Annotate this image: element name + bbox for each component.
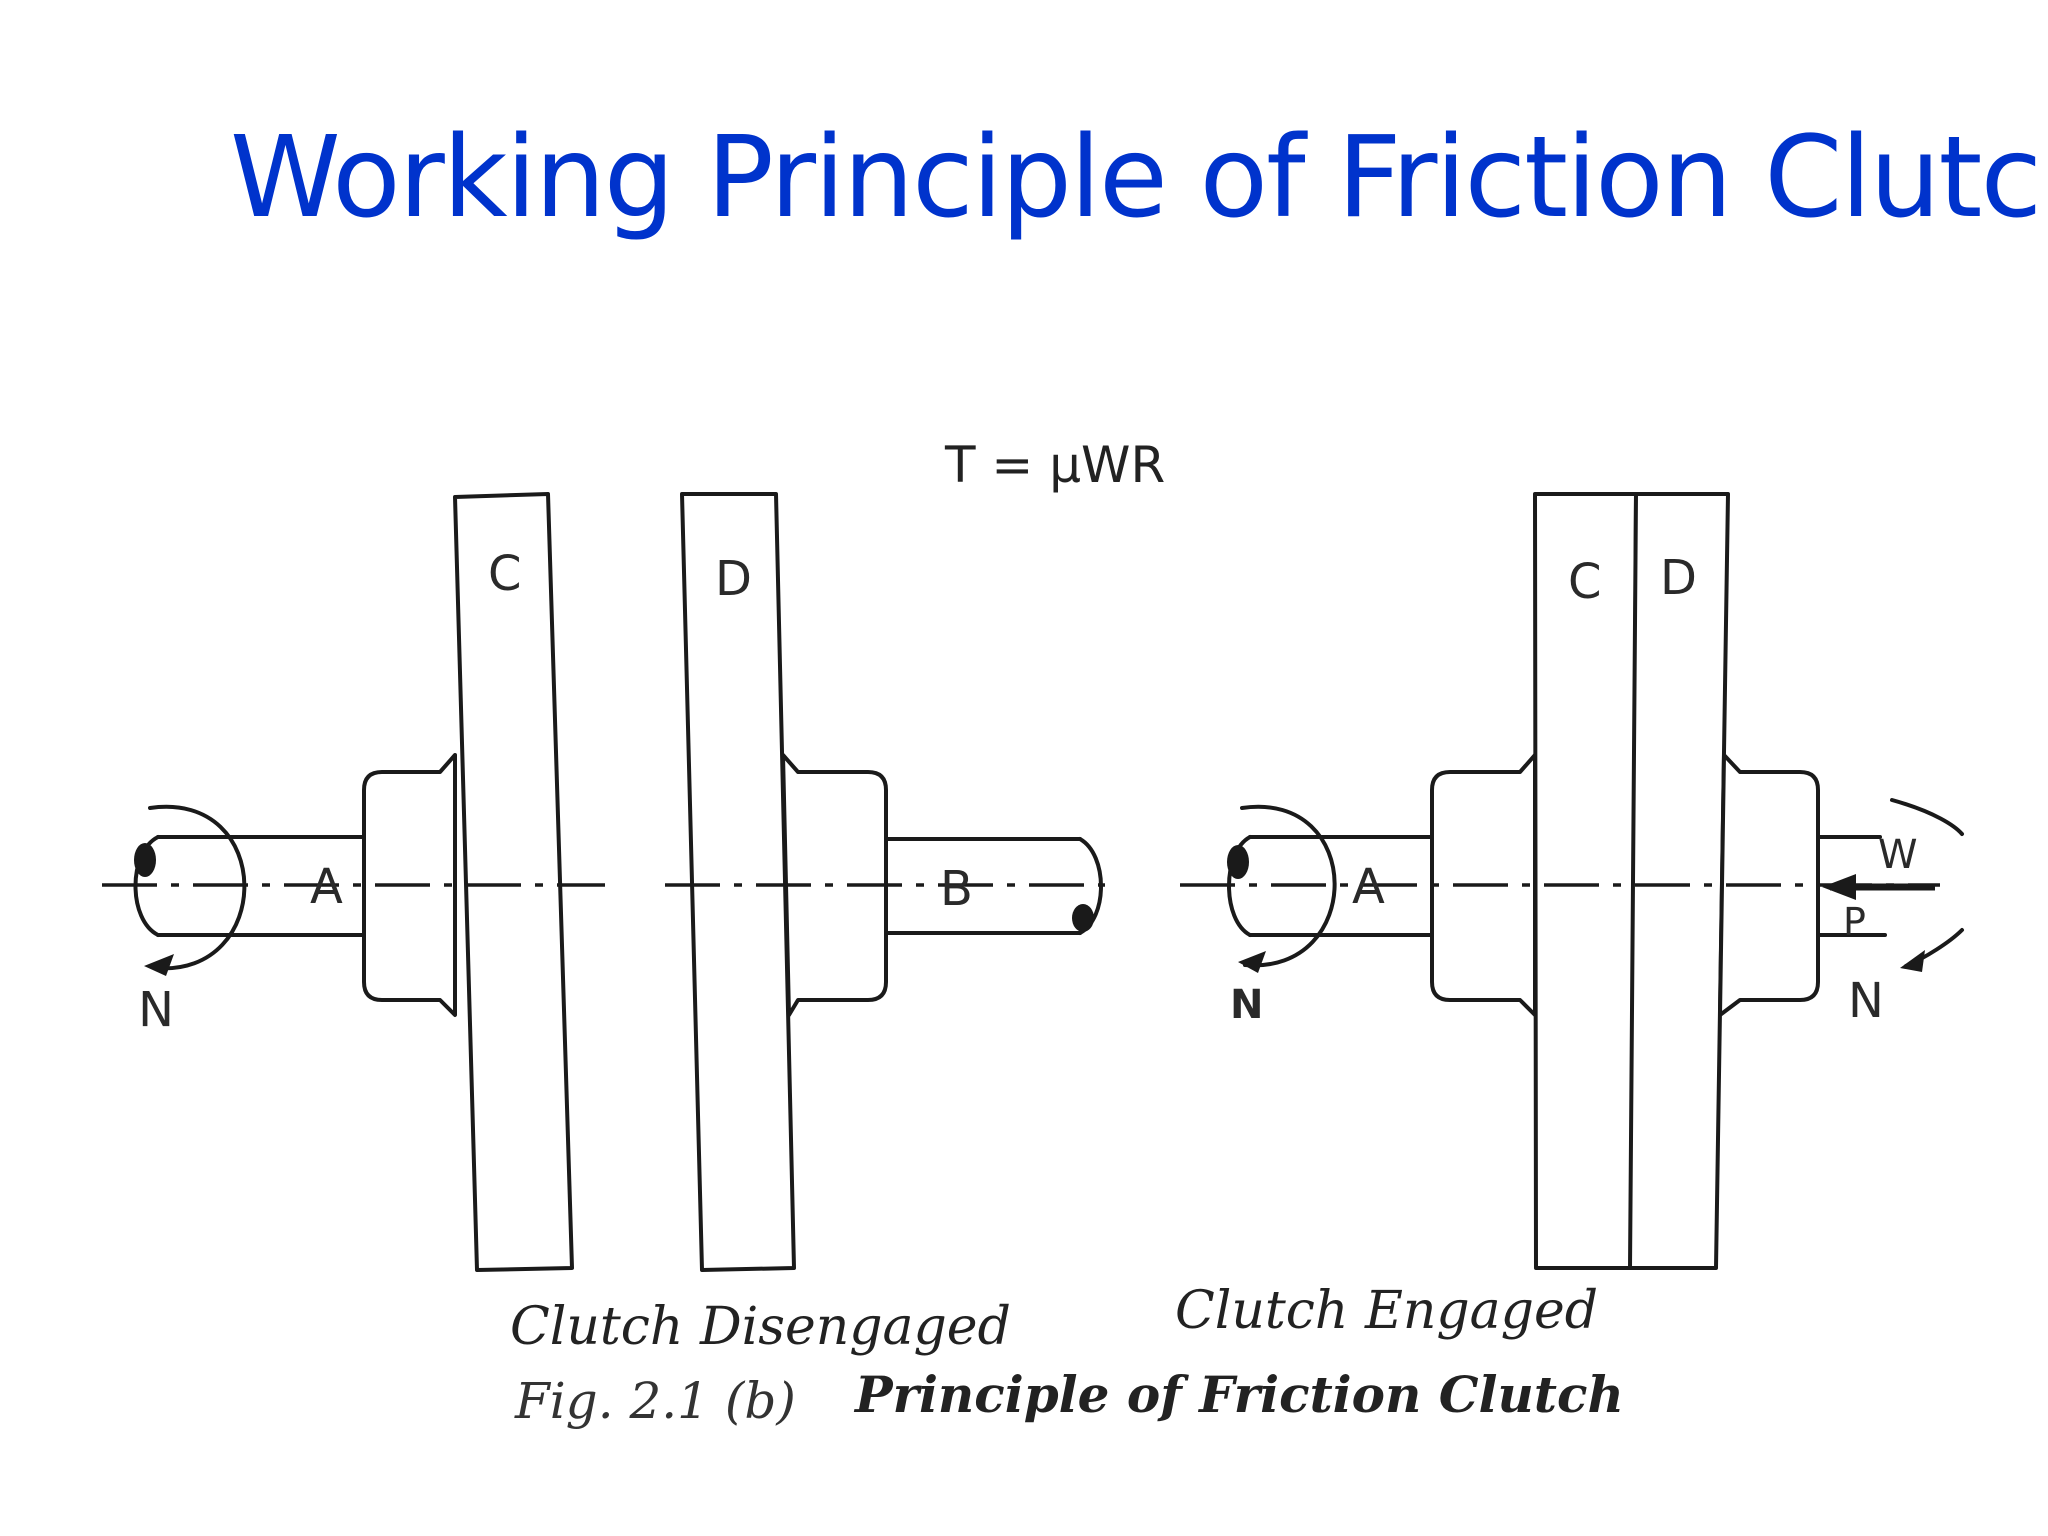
shaft-end-hatch-icon [1227,845,1249,879]
engaged-assembly: A C D W P N N [1180,492,1964,1270]
figure-title: Principle of Friction Clutch [853,1365,1624,1424]
disengaged-plate-c [453,492,574,1272]
disengaged-plate-d [680,492,796,1272]
label-axial-load-w: W [1878,832,1918,878]
slide-title: Working Principle of Friction Clutch [230,113,2048,243]
label-speed-n: N [138,979,174,1035]
label-plate-d: D [1660,550,1697,606]
shaft-end-hatch-icon [1072,904,1094,932]
force-arrow-icon [1822,874,1935,900]
label-plate-d: D [715,551,752,607]
label-speed-n: N [1848,973,1884,1029]
label-plate-c: C [1568,554,1602,610]
disengaged-hub-d [781,753,888,1017]
rotation-arrow-icon [1890,798,1964,972]
caption-clutch-engaged: Clutch Engaged [1175,1281,1598,1341]
rotation-arrow-icon [1238,804,1337,973]
rotation-arrow-icon [144,804,247,976]
label-shaft-b: B [940,861,973,917]
engaged-plate-d [1628,492,1730,1270]
label-shaft-a: A [310,859,343,915]
engaged-plate-c [1533,492,1638,1270]
label-speed-n: N [1230,982,1263,1028]
label-shaft-a: A [1352,859,1385,915]
label-pressure-p: P [1843,900,1866,944]
figure-number: Fig. 2.1 (b) [514,1372,796,1430]
disengaged-assembly: A B C D N [102,492,1105,1272]
shaft-end-hatch-icon [134,843,156,877]
label-plate-c: C [488,546,522,602]
caption-clutch-disengaged: Clutch Disengaged [510,1297,1011,1357]
torque-formula: T = μWR [944,436,1165,494]
